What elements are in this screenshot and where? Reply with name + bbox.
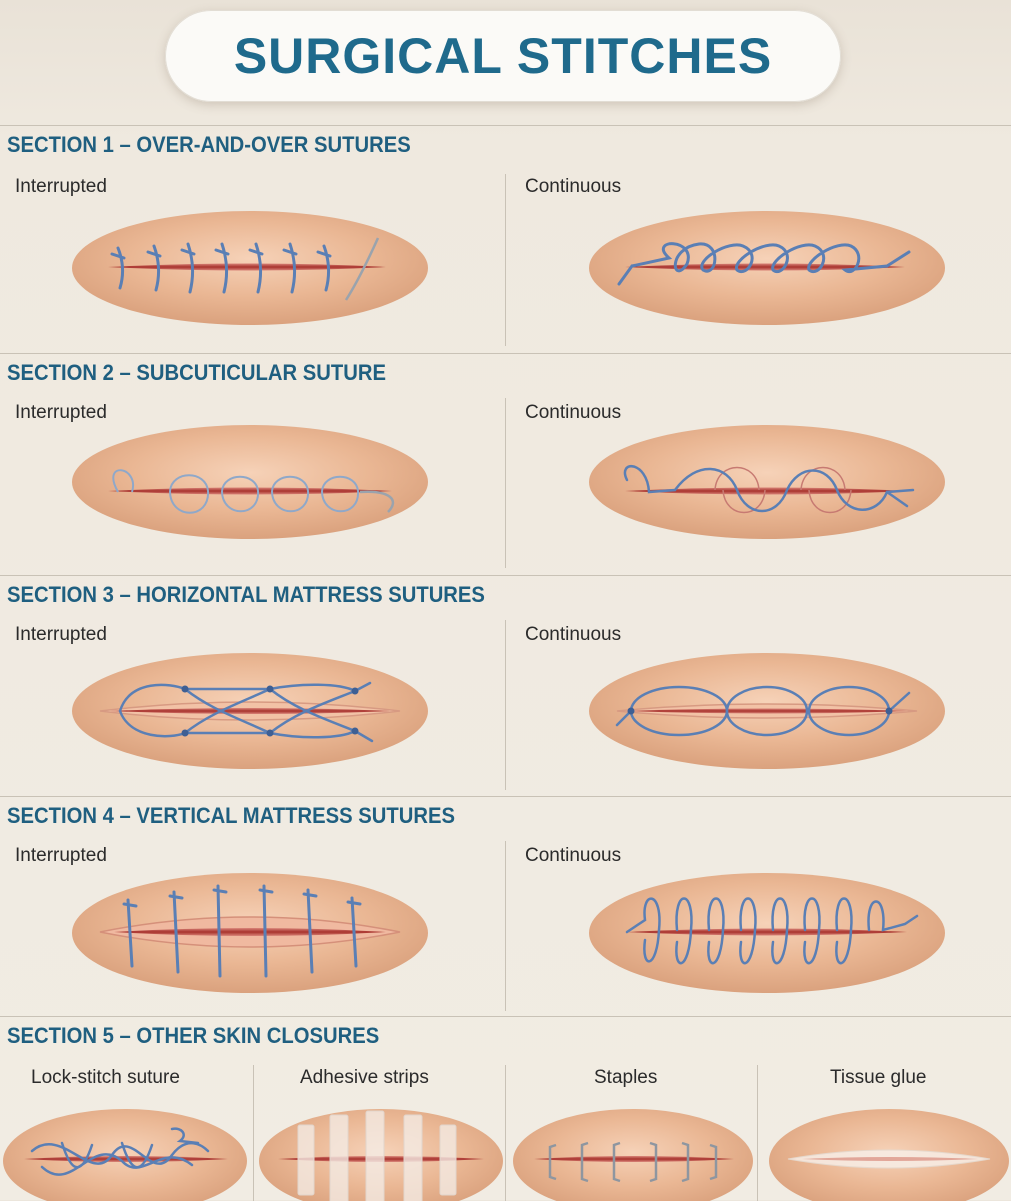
- staple: [548, 1141, 718, 1183]
- section-1-label-interrupted: Interrupted: [15, 176, 107, 197]
- incision: [108, 487, 392, 495]
- section-3-divider: [505, 620, 506, 790]
- section-2-divider: [505, 398, 506, 568]
- section-1-label-continuous: Continuous: [525, 176, 622, 197]
- section-4-divider: [505, 841, 506, 1011]
- section-3: SECTION 3 – HORIZONTAL MATTRESS SUTURES …: [0, 575, 1011, 797]
- section-3-label-continuous: Continuous: [525, 624, 622, 645]
- incision: [114, 928, 386, 936]
- skin-patch: [589, 425, 945, 539]
- section-2-label-continuous: Continuous: [525, 402, 622, 423]
- skin-patch: [513, 1109, 753, 1201]
- tissue-glue-illustration: [769, 1109, 1009, 1201]
- incision: [627, 708, 907, 714]
- interrupted-over-and-over-illustration: [72, 211, 428, 325]
- needle: [344, 237, 380, 301]
- continuous-vertical-mattress-illustration: [589, 873, 945, 993]
- incision: [108, 263, 386, 271]
- suture-thread: [110, 242, 332, 294]
- section-4-label-interrupted: Interrupted: [15, 845, 107, 866]
- section-3-title: SECTION 3 – HORIZONTAL MATTRESS SUTURES: [7, 582, 485, 607]
- incision: [625, 263, 905, 271]
- continuous-subcuticular-illustration: [589, 425, 945, 539]
- section-1-divider: [505, 174, 506, 346]
- suture-thread: [623, 465, 915, 513]
- section-4-label-continuous: Continuous: [525, 845, 622, 866]
- incision: [110, 708, 390, 714]
- section-5-label-lock-stitch: Lock-stitch suture: [31, 1067, 180, 1088]
- section-5: SECTION 5 – OTHER SKIN CLOSURES Lock-sti…: [0, 1016, 1011, 1201]
- needle: [359, 490, 395, 513]
- section-5-divider-1: [253, 1065, 254, 1201]
- section-4: SECTION 4 – VERTICAL MATTRESS SUTURES In…: [0, 796, 1011, 1017]
- suture-thread: [122, 884, 362, 978]
- suture-thread: [625, 897, 919, 965]
- interrupted-horizontal-mattress-illustration: [72, 653, 428, 769]
- title-banner: SURGICAL STITCHES: [165, 10, 841, 102]
- section-5-label-tissue-glue: Tissue glue: [830, 1067, 927, 1088]
- page-title: SURGICAL STITCHES: [233, 28, 773, 84]
- incision: [802, 1157, 978, 1161]
- suture-thread: [112, 469, 360, 514]
- section-4-title: SECTION 4 – VERTICAL MATTRESS SUTURES: [7, 803, 455, 828]
- skin-patch: [3, 1109, 247, 1201]
- lock-stitch-illustration: [3, 1109, 247, 1201]
- skin-patch: [72, 425, 428, 539]
- section-2: SECTION 2 – SUBCUTICULAR SUTURE Interrup…: [0, 353, 1011, 576]
- suture-thread: [617, 242, 911, 286]
- staples-illustration: [513, 1109, 753, 1201]
- suture-knots: [627, 707, 893, 715]
- interrupted-vertical-mattress-illustration: [72, 873, 428, 993]
- section-1-title: SECTION 1 – OVER-AND-OVER SUTURES: [7, 132, 411, 157]
- tissue-arcs: [714, 466, 852, 514]
- section-5-divider-2: [505, 1065, 506, 1201]
- section-5-title: SECTION 5 – OTHER SKIN CLOSURES: [7, 1023, 380, 1048]
- suture-knots: [181, 685, 359, 737]
- section-2-label-interrupted: Interrupted: [15, 402, 107, 423]
- section-1: SECTION 1 – OVER-AND-OVER SUTURES Interr…: [0, 125, 1011, 354]
- section-5-divider-3: [757, 1065, 758, 1201]
- interrupted-subcuticular-illustration: [72, 425, 428, 539]
- section-3-label-interrupted: Interrupted: [15, 624, 107, 645]
- adhesive-strip: [297, 1110, 457, 1201]
- suture-thread: [30, 1127, 210, 1176]
- continuous-over-and-over-illustration: [589, 211, 945, 325]
- section-2-title: SECTION 2 – SUBCUTICULAR SUTURE: [7, 360, 386, 385]
- section-5-label-adhesive-strips: Adhesive strips: [300, 1067, 429, 1088]
- continuous-horizontal-mattress-illustration: [589, 653, 945, 769]
- incision: [534, 1156, 734, 1162]
- section-5-label-staples: Staples: [594, 1067, 658, 1088]
- adhesive-strips-illustration: [259, 1109, 503, 1201]
